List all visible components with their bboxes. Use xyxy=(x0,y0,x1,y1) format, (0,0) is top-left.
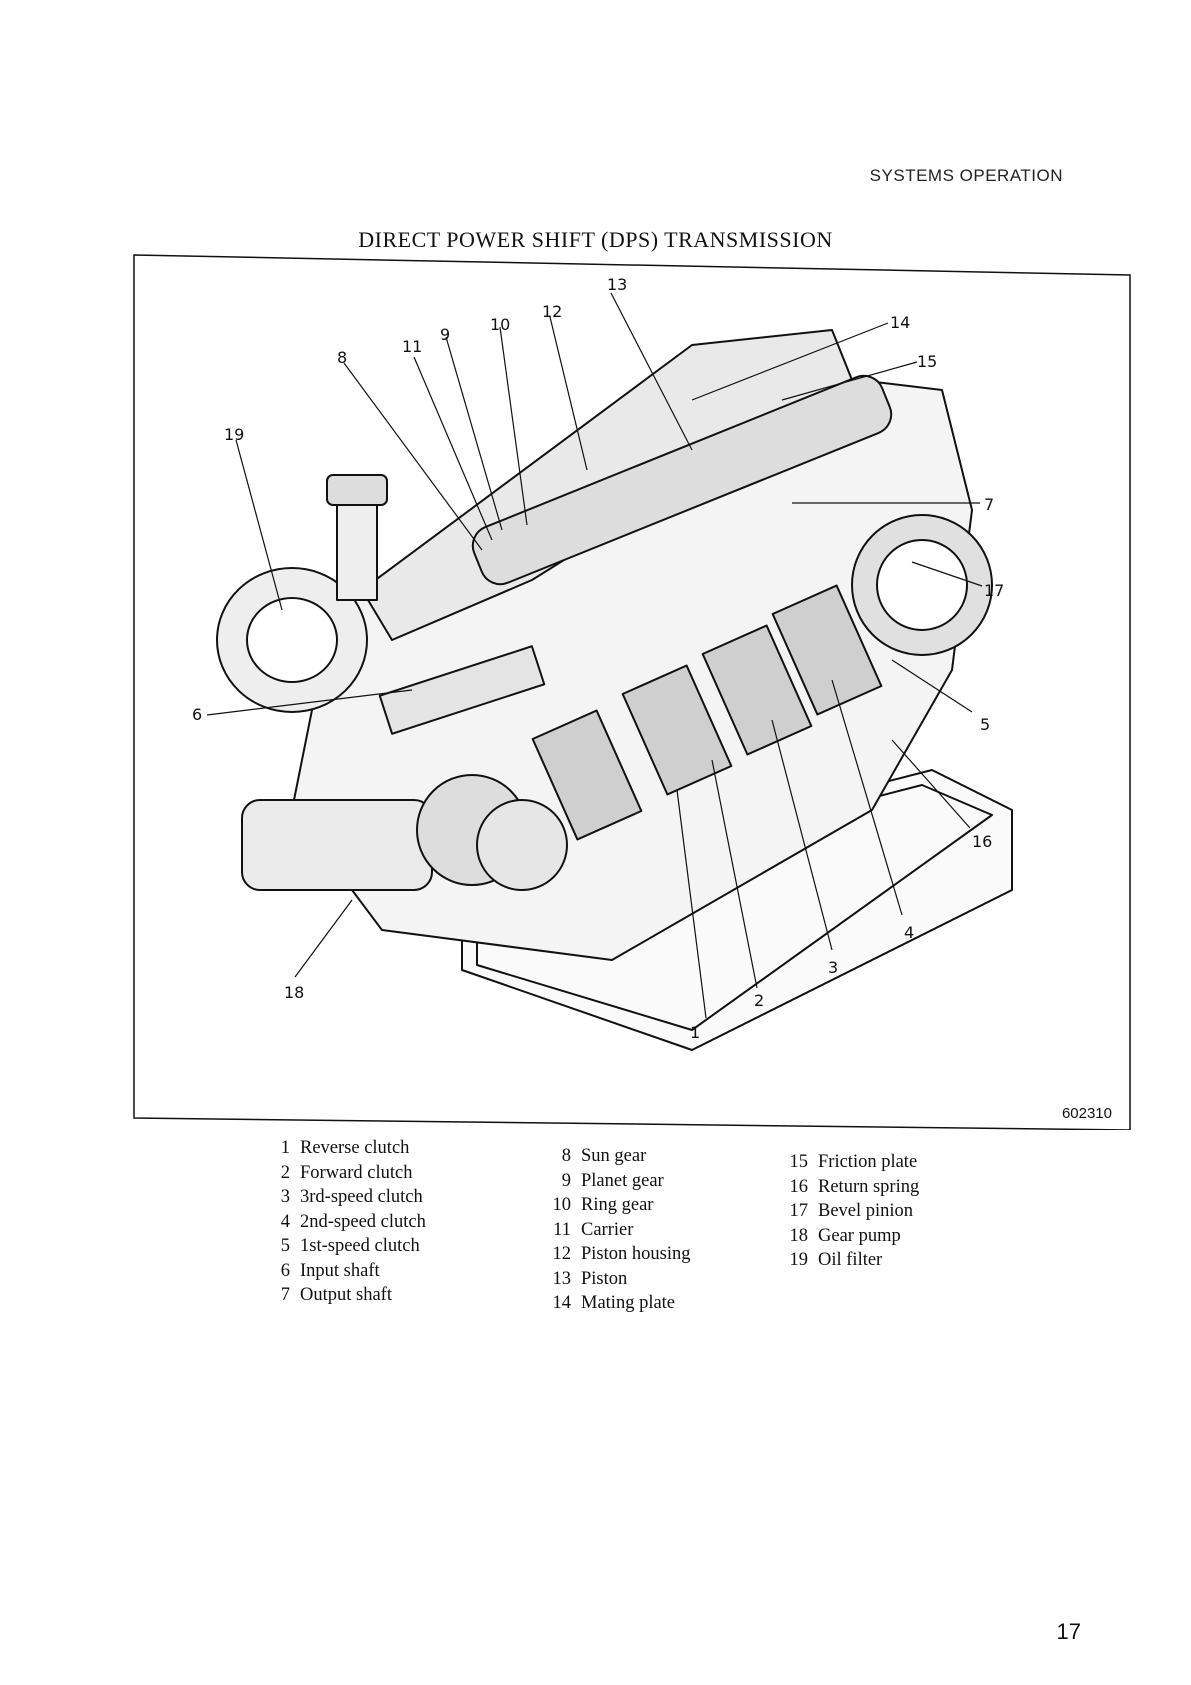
legend-label: Carrier xyxy=(581,1219,634,1240)
legend-label: 2nd-speed clutch xyxy=(300,1211,426,1232)
legend-label: Piston xyxy=(581,1268,628,1289)
legend-label: 1st-speed clutch xyxy=(300,1236,420,1256)
legend-num: 11 xyxy=(553,1219,571,1240)
legend-item: 14 Mating plate xyxy=(543,1291,690,1316)
callout-6: 6 xyxy=(192,705,202,724)
callout-9: 9 xyxy=(440,325,450,344)
legend-num: 14 xyxy=(552,1293,572,1313)
legend-item: 12 Piston housing xyxy=(543,1242,691,1267)
legend-num: 8 xyxy=(561,1146,571,1166)
legend-num: 2 xyxy=(280,1162,290,1183)
callout-16: 16 xyxy=(972,832,992,851)
legend-num: 15 xyxy=(789,1152,809,1172)
legend-item: 6 Input shaft xyxy=(262,1259,426,1284)
legend-num: 10 xyxy=(552,1195,572,1215)
page-title: DIRECT POWER SHIFT (DPS) TRANSMISSION xyxy=(358,227,833,252)
legend-column-3: 15 Friction plate 16 Return spring 17 Bevel… xyxy=(780,1150,920,1273)
transmission-figure: 1 2 3 4 5 6 7 8 9 10 11 12 13 14 15 16 1… xyxy=(132,250,1132,1130)
transmission-illustration: 1 2 3 4 5 6 7 8 9 10 11 12 13 14 15 16 1… xyxy=(133,254,1131,1130)
legend-label: Oil filter xyxy=(818,1250,883,1270)
legend-label: 3rd-speed clutch xyxy=(300,1187,423,1207)
legend-item: 1 Reverse clutch xyxy=(262,1136,426,1161)
callout-2: 2 xyxy=(754,991,764,1010)
callout-3: 3 xyxy=(828,958,838,977)
callout-14: 14 xyxy=(890,313,910,332)
legend-label: Sun gear xyxy=(581,1146,647,1166)
legend-item: 10 Ring gear xyxy=(543,1193,690,1218)
legend-item: 3 3rd-speed clutch xyxy=(262,1185,426,1210)
legend-item: 19 Oil filter xyxy=(780,1248,919,1273)
legend-item: 4 2nd-speed clutch xyxy=(262,1210,426,1235)
legend-num: 13 xyxy=(552,1268,572,1289)
legend-num: 12 xyxy=(552,1244,572,1264)
legend-label: Input shaft xyxy=(300,1260,380,1281)
legend-label: Ring gear xyxy=(581,1195,654,1215)
legend-item: 8 Sun gear xyxy=(543,1144,690,1169)
callout-1: 1 xyxy=(690,1023,700,1042)
callout-8: 8 xyxy=(337,348,347,367)
legend-label: Forward clutch xyxy=(300,1162,413,1183)
callout-10: 10 xyxy=(490,315,510,334)
legend-item: 18 Gear pump xyxy=(780,1224,919,1249)
legend-num: 6 xyxy=(280,1260,290,1281)
legend-label: Piston housing xyxy=(581,1244,691,1264)
legend-label: Output shaft xyxy=(300,1285,392,1305)
legend-item: 15 Friction plate xyxy=(780,1150,919,1175)
legend-item: 9 Planet gear xyxy=(543,1169,690,1194)
legend-num: 9 xyxy=(561,1170,571,1191)
callout-13: 13 xyxy=(607,275,627,294)
callout-15: 15 xyxy=(917,352,937,371)
callout-12: 12 xyxy=(542,302,562,321)
legend-label: Bevel pinion xyxy=(818,1201,914,1221)
legend-column-1: 1 Reverse clutch 2 Forward clutch 3 3rd-spe… xyxy=(262,1136,426,1308)
callout-19: 19 xyxy=(224,425,244,444)
legend-item: 5 1st-speed clutch xyxy=(262,1234,426,1259)
legend-label: Return spring xyxy=(818,1176,920,1197)
legend-item: 2 Forward clutch xyxy=(262,1161,426,1186)
legend-num: 3 xyxy=(280,1187,290,1207)
callout-7: 7 xyxy=(984,495,994,514)
section-header: SYSTEMS OPERATION xyxy=(869,166,1063,185)
callout-18: 18 xyxy=(284,983,304,1002)
legend-item: 16 Return spring xyxy=(780,1175,920,1200)
legend-item: 7 Output shaft xyxy=(262,1283,426,1308)
page-number: 17 xyxy=(1056,1619,1081,1644)
legend-label: Mating plate xyxy=(581,1293,676,1313)
legend-num: 17 xyxy=(789,1201,809,1221)
legend-num: 18 xyxy=(789,1225,809,1246)
legend-column-2: 8 Sun gear 9 Planet gear 10 Ring gear 11 Car… xyxy=(543,1144,691,1316)
legend-label: Friction plate xyxy=(818,1152,918,1172)
callout-17: 17 xyxy=(984,581,1004,600)
legend-num: 7 xyxy=(280,1285,290,1305)
legend-item: 17 Bevel pinion xyxy=(780,1199,919,1224)
legend-item: 11 Carrier xyxy=(543,1218,690,1243)
legend-num: 1 xyxy=(280,1138,290,1158)
figure-id: 602310 xyxy=(1061,1105,1112,1122)
callout-11: 11 xyxy=(402,337,422,356)
legend-label: Planet gear xyxy=(581,1170,664,1191)
legend-num: 5 xyxy=(280,1236,290,1256)
legend-num: 16 xyxy=(789,1176,809,1197)
legend-num: 4 xyxy=(280,1211,290,1232)
callout-5: 5 xyxy=(980,715,990,734)
legend-item: 13 Piston xyxy=(543,1267,690,1292)
legend-num: 19 xyxy=(789,1250,809,1270)
legend-label: Reverse clutch xyxy=(300,1138,410,1158)
legend-label: Gear pump xyxy=(818,1225,901,1246)
callout-4: 4 xyxy=(904,923,914,942)
